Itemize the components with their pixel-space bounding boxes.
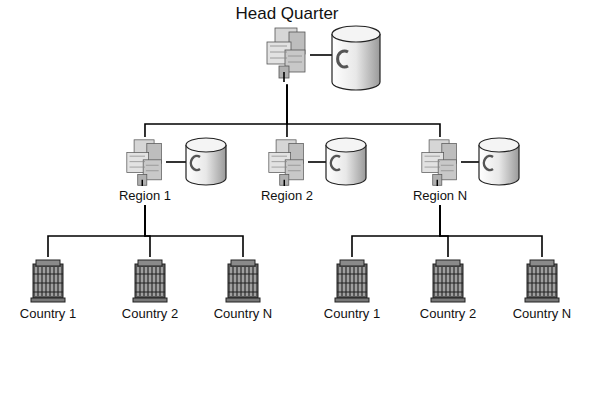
network-link xyxy=(440,205,542,257)
network-link xyxy=(440,205,448,257)
node-label: Region 1 xyxy=(119,189,171,204)
node-label: Region 2 xyxy=(261,189,313,204)
country-node: Country N xyxy=(214,258,273,322)
country-node: Country 2 xyxy=(122,258,178,322)
server-icon xyxy=(420,138,460,186)
node-label: Country 2 xyxy=(122,307,178,322)
country-node: Country 1 xyxy=(324,258,380,322)
node-label: Country 1 xyxy=(324,307,380,322)
network-link xyxy=(287,85,440,137)
headquarter-node: Head Quarter xyxy=(236,4,339,84)
server-icon xyxy=(267,138,307,186)
region-node: Region 2 xyxy=(261,138,313,204)
node-label: Head Quarter xyxy=(236,4,339,24)
region-node: Region 1 xyxy=(119,138,171,204)
node-label: Region N xyxy=(413,189,467,204)
country-server-icon xyxy=(132,258,168,304)
country-node: Country N xyxy=(513,258,572,322)
country-server-icon xyxy=(430,258,466,304)
region-node: Region N xyxy=(413,138,467,204)
network-link xyxy=(352,205,440,257)
node-label: Country N xyxy=(214,307,273,322)
server-icon xyxy=(265,26,309,84)
node-label: Country 1 xyxy=(20,307,76,322)
server-icon xyxy=(125,138,165,186)
country-node: Country 1 xyxy=(20,258,76,322)
network-link xyxy=(145,205,243,257)
node-label: Country 2 xyxy=(420,307,476,322)
database-cylinders xyxy=(186,26,519,185)
country-server-icon xyxy=(334,258,370,304)
country-server-icon xyxy=(30,258,66,304)
country-server-icon xyxy=(225,258,261,304)
network-link xyxy=(48,205,145,257)
country-server-icon xyxy=(524,258,560,304)
network-link xyxy=(145,85,287,137)
country-node: Country 2 xyxy=(420,258,476,322)
node-label: Country N xyxy=(513,307,572,322)
